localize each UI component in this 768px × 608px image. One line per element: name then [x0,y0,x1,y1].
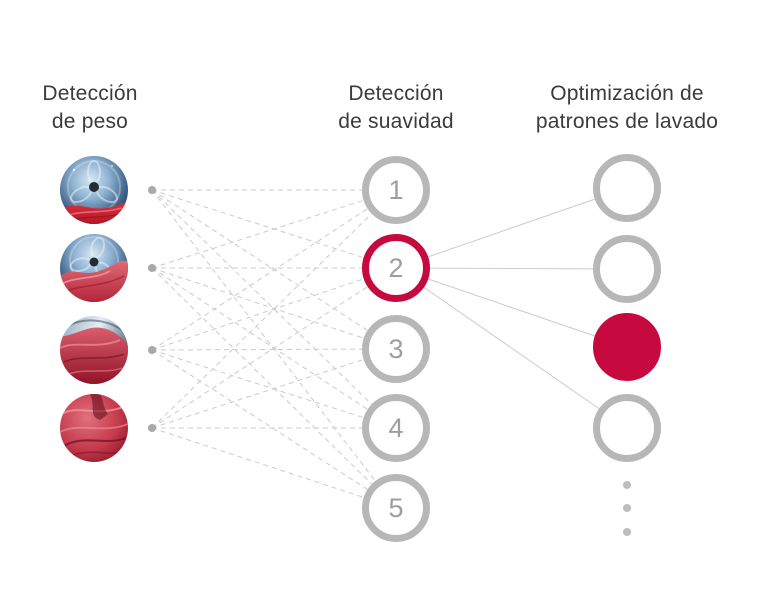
red-fabric-full-load-image [60,394,128,462]
dashed-connection-line [151,189,397,429]
softness-node-label: 3 [388,333,404,364]
solid-connection-line [395,267,628,270]
title-line: Detección [42,82,138,105]
source-dot [148,424,156,432]
softness-node-5: 5 [362,474,430,542]
source-dot [148,346,156,354]
column-title-patterns: Optimización de patrones de lavado [502,80,752,136]
ellipsis-dot [623,481,631,489]
source-dot [148,186,156,194]
softness-node-label: 2 [388,252,404,283]
solid-connection-line [395,267,628,348]
title-line: patrones de lavado [535,110,719,133]
dashed-connection-line [151,189,397,351]
washer-drum-light-red-load-image [60,156,128,224]
washer-drum-half-red-load-image [60,234,128,302]
pattern-node-3-selected [593,313,661,381]
dashed-connection-line [151,349,397,509]
title-line: Detección [348,82,444,105]
softness-node-label: 1 [388,174,404,205]
softness-node-label: 4 [388,412,404,443]
column-title-softness: Detección de suavidad [296,80,496,136]
pattern-node-4 [593,394,661,462]
solid-connection-line [395,267,628,429]
softness-node-3: 3 [362,315,430,383]
dashed-connection-line [151,348,397,429]
dashed-connection-line [151,189,397,269]
dashed-connection-line [151,267,397,351]
softness-node-label: 5 [388,492,404,523]
column-title-weight: Detección de peso [0,80,180,136]
dashed-connection-line [151,348,397,351]
pattern-node-1 [593,154,661,222]
solid-connection-line [395,187,628,269]
source-dot [148,264,156,272]
ellipsis-dot [623,528,631,536]
dashed-connection-line [151,189,397,509]
dashed-connection-line [151,267,397,429]
title-line: Optimización de [550,82,704,105]
ellipsis-dot [623,504,631,512]
title-line: de suavidad [338,110,454,133]
softness-node-1: 1 [362,156,430,224]
softness-node-4: 4 [362,394,430,462]
pattern-node-2 [593,235,661,303]
title-line: de peso [51,110,129,133]
softness-node-2-highlighted: 2 [362,234,430,302]
dashed-connection-line [151,189,397,429]
dashed-connection-line [151,427,397,509]
washer-drum-mostly-red-fabric-image [60,316,128,384]
